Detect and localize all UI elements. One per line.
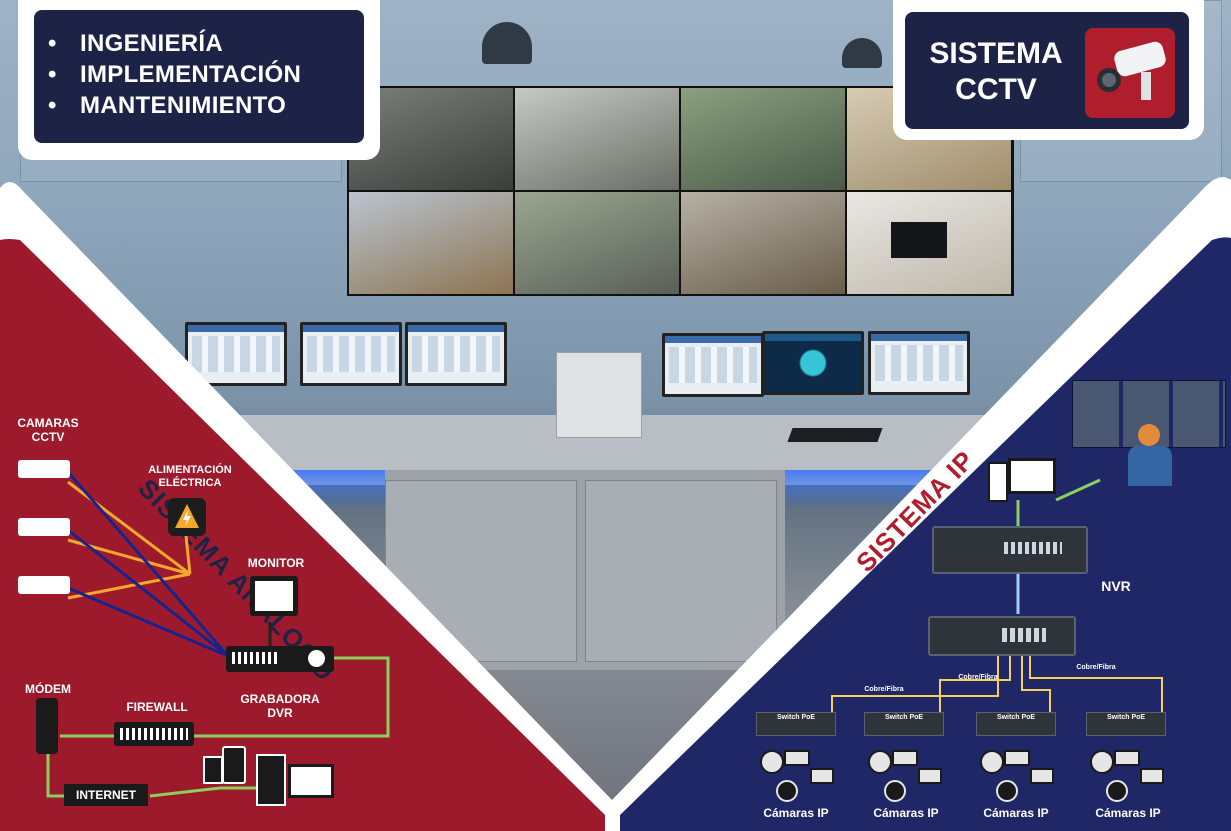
video-wall [347,86,1014,296]
monitor-icon [250,576,298,616]
ip-camera-icon [1004,750,1030,766]
ip-camera-icon [760,750,784,774]
firewall-label: FIREWALL [126,700,188,714]
service-item: •MANTENIMIENTO [48,92,287,119]
workstation-monitor [300,322,402,386]
analog-camera-icon [18,460,70,478]
analog-system-panel: SISTEMA ANÁLOGO CAMARAS CCTV ALIMENTACIÓ… [0,180,610,831]
ip-camera-icon [1030,768,1054,784]
ip-cameras-label: Cámaras IP [763,806,829,820]
poe-switch-group: Switch PoE [756,712,836,822]
ip-camera-icon [884,780,906,802]
computer-icon [988,458,1056,504]
ip-camera-icon [1090,750,1114,774]
ip-cameras-label: Cámaras IP [983,806,1049,820]
pc-tower-icon [256,754,286,806]
workstation-monitor [405,322,507,386]
core-switch-icon [928,616,1076,656]
nvr-label: NVR [1101,578,1131,594]
dvr-icon [226,646,334,672]
modem-icon [36,698,58,754]
workstation-monitor [662,333,764,397]
ip-camera-icon [996,780,1018,802]
power-icon [168,498,206,536]
cameras-label: CAMARAS CCTV [17,416,79,444]
service-item: •IMPLEMENTACIÓN [48,61,302,88]
badge-title-line2: CCTV [955,73,1037,106]
ip-camera-icon [784,750,810,766]
ip-camera-icon [868,750,892,774]
operator-icon [1126,424,1174,490]
ip-camera-icon [776,780,798,802]
poe-switch-group: Switch PoE [976,712,1056,822]
desktop-monitor-icon [288,764,334,798]
ip-camera-icon [892,750,918,766]
modem-label: MÓDEM [25,682,71,696]
power-label: ALIMENTACIÓN ELÉCTRICA [148,464,232,489]
cctv-camera-icon [1085,28,1175,118]
ceiling-lamp [482,22,532,64]
poe-switch-group: Switch PoE [864,712,944,822]
analog-camera-icon [18,518,70,536]
tablet-icon [203,756,223,784]
workstation-monitor [762,331,864,395]
server-box [556,352,642,438]
ip-cameras-label: Cámaras IP [1095,806,1161,820]
ip-camera-icon [1106,780,1128,802]
firewall-icon [114,722,194,746]
service-item: •INGENIERÍA [48,30,224,57]
cable-label: Cobre/Fibra [958,674,998,681]
ip-cameras-label: Cámaras IP [873,806,939,820]
ceiling-lamp [842,38,882,68]
monitor-label: MONITOR [247,556,305,570]
ip-camera-icon [1114,750,1140,766]
ip-system-panel: SISTEMA IP NVR Cobre/Fibra Cobre/Fibra C… [610,180,1231,831]
analog-wiring [46,471,390,798]
internet-box: INTERNET [64,784,148,806]
phone-icon [222,746,246,784]
ip-camera-icon [810,768,834,784]
ip-camera-icon [980,750,1004,774]
ip-camera-icon [1140,768,1164,784]
workstation-monitor [868,331,970,395]
cable-label: Cobre/Fibra [1076,664,1116,671]
internet-label: INTERNET [76,788,136,802]
workstation-monitor [185,322,287,386]
nvr-icon [932,526,1088,574]
services-card: •INGENIERÍA •IMPLEMENTACIÓN •MANTENIMIEN… [18,0,380,160]
ip-camera-icon [918,768,942,784]
badge-title-line1: SISTEMA [929,37,1063,70]
cable-label: Cobre/Fibra [864,686,904,693]
cctv-badge: SISTEMA CCTV [893,0,1204,140]
analog-camera-icon [18,576,70,594]
poe-switch-group: Switch PoE [1086,712,1166,822]
dvr-label: GRABADORA DVR [240,692,320,720]
